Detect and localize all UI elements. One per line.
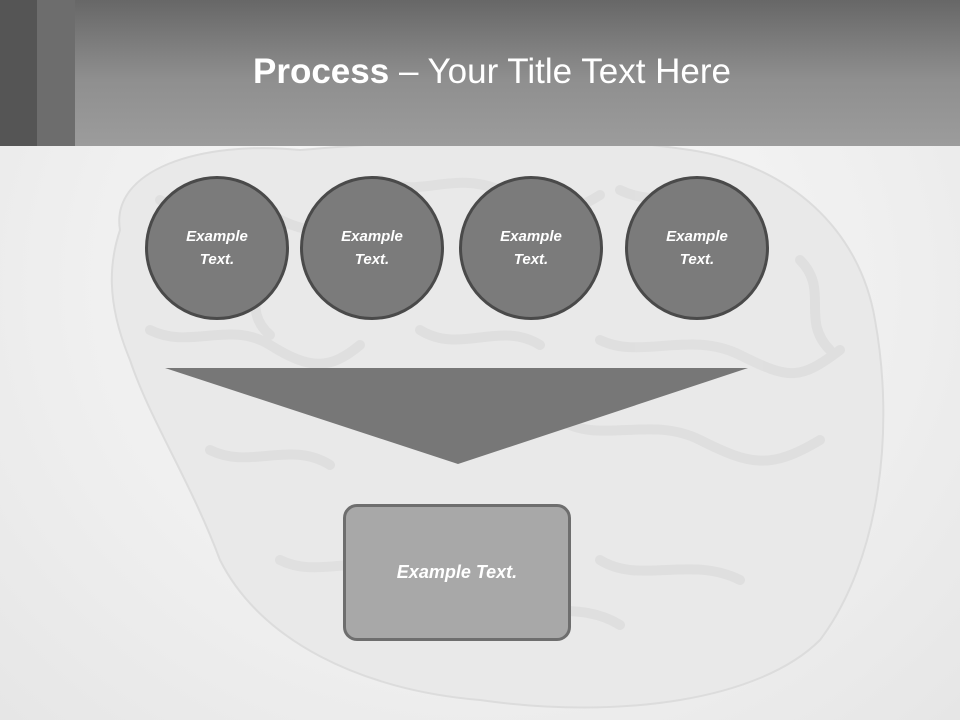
slide-title: Process – Your Title Text Here — [0, 52, 960, 92]
title-rest: – Your Title Text Here — [389, 52, 731, 91]
accent-bar-light — [37, 0, 75, 146]
step-circle-3: Example Text. — [459, 176, 603, 320]
step-label-1: Example Text. — [186, 228, 248, 268]
step-label-3: Example Text. — [500, 228, 562, 268]
result-box: Example Text. — [343, 504, 571, 641]
step-circle-1: Example Text. — [145, 176, 289, 320]
result-label: Example Text. — [396, 562, 518, 582]
step-circle-4: Example Text. — [625, 176, 769, 320]
step-label-2: Example Text. — [341, 228, 403, 268]
title-bold: Process — [253, 52, 390, 91]
title-banner: Process – Your Title Text Here — [0, 0, 960, 146]
funnel-triangle — [165, 368, 748, 464]
accent-bar-dark — [0, 0, 37, 146]
step-label-4: Example Text. — [666, 228, 728, 268]
step-circle-2: Example Text. — [300, 176, 444, 320]
